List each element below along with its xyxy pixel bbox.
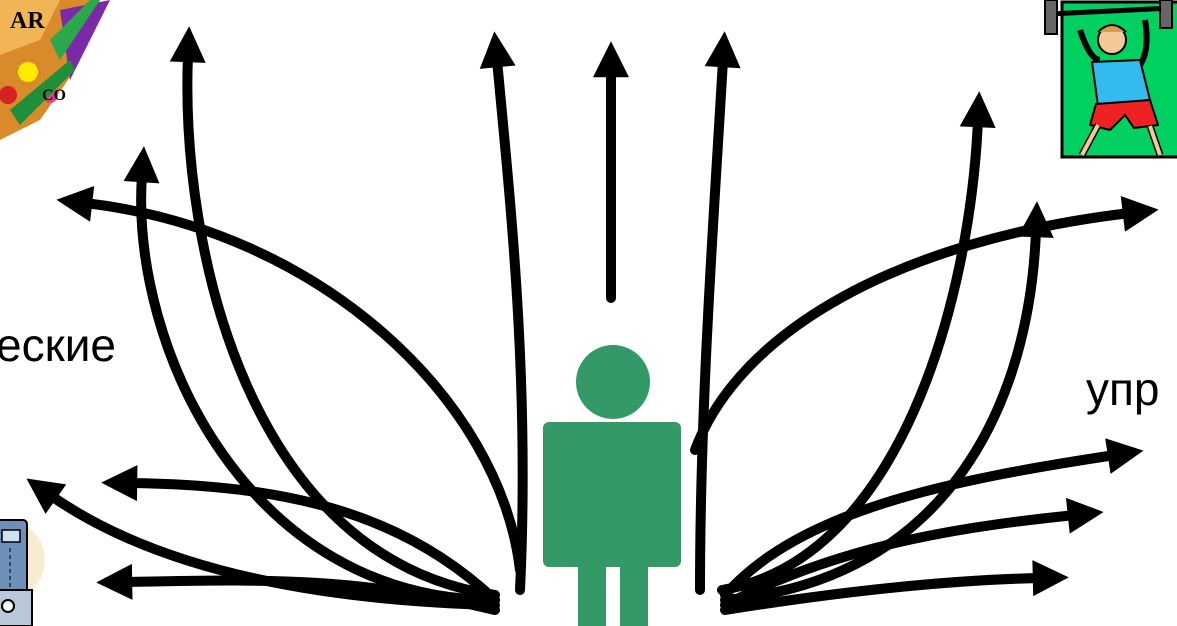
palette-text-top: AR: [10, 8, 45, 34]
person-icon: [543, 345, 681, 626]
robot-icon: [0, 520, 45, 626]
arrow-up-right-inner: [700, 60, 723, 590]
weightlifter-icon: [1045, 0, 1177, 157]
left-label: еские: [0, 322, 116, 368]
art-palette-icon: AR CO: [0, 0, 110, 140]
palette-text-bottom: CO: [42, 87, 66, 104]
right-label: упр: [1086, 366, 1160, 412]
